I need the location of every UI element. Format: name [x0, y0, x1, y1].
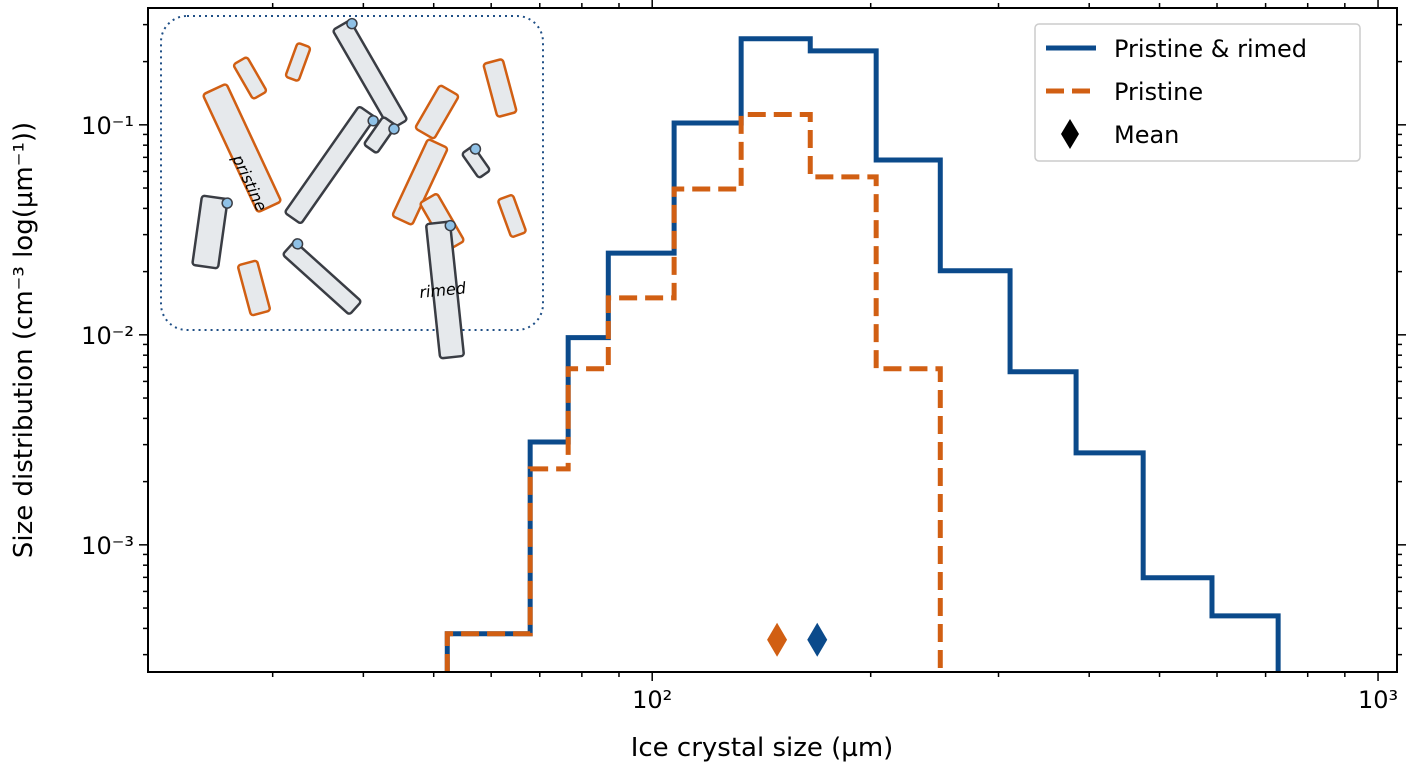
- x-axis-label: Ice crystal size (µm): [631, 733, 894, 763]
- plot-frame: [147, 7, 1398, 673]
- legend-label: Pristine & rimed: [1114, 35, 1307, 63]
- legend-label: Pristine: [1114, 78, 1203, 106]
- pristine-crystal-icon: [391, 138, 449, 226]
- pristine-crystal-icon: [497, 194, 527, 238]
- rimed-crystal-icon: [461, 145, 491, 179]
- y-axis-label: Size distribution (cm⁻³ log(µm⁻¹)): [9, 122, 39, 558]
- series-pristine-line: [444, 111, 943, 672]
- legend-box: [1034, 23, 1361, 162]
- y-tick-label: 10⁻³: [81, 532, 134, 560]
- pristine-crystal-icon: [237, 259, 271, 317]
- rime-droplet-icon: [469, 143, 482, 155]
- rime-droplet-icon: [444, 219, 457, 232]
- rimed-crystal-icon: [425, 220, 465, 360]
- x-tick-label: 10³: [1358, 686, 1398, 714]
- legend-label: Mean: [1114, 121, 1179, 149]
- rime-droplet-icon: [388, 123, 400, 135]
- pristine-crystal-icon: [482, 58, 518, 118]
- pristine-crystal-icon: [202, 83, 282, 213]
- y-tick-label: 10⁻¹: [81, 112, 134, 140]
- pristine-crystal-icon: [414, 84, 460, 140]
- rimed-crystal-icon: [284, 105, 376, 225]
- rimed-crystal-icon: [363, 116, 397, 154]
- legend-diamond-icon: [1061, 119, 1079, 149]
- rime-droplet-icon: [291, 238, 304, 250]
- rimed-crystal-icon: [332, 20, 408, 130]
- rimed-crystal-icon: [282, 241, 362, 315]
- axes: 10² 10³ 10⁻¹ 10⁻² 10⁻³: [81, 0, 1406, 714]
- rime-droplet-icon: [221, 197, 233, 209]
- rime-droplet-icon: [346, 17, 358, 30]
- mean-marker-0: [767, 622, 788, 657]
- x-tick-label: 10²: [632, 686, 672, 714]
- series-layer: [444, 36, 1281, 672]
- pristine-crystal-icon: [232, 56, 268, 100]
- inset-label-rimed: rimed: [418, 278, 467, 302]
- rimed-crystal-icon: [191, 194, 229, 270]
- y-tick-label: 10⁻²: [81, 322, 134, 350]
- mean-marker-1: [807, 622, 828, 657]
- pristine-crystal-icon: [284, 42, 312, 82]
